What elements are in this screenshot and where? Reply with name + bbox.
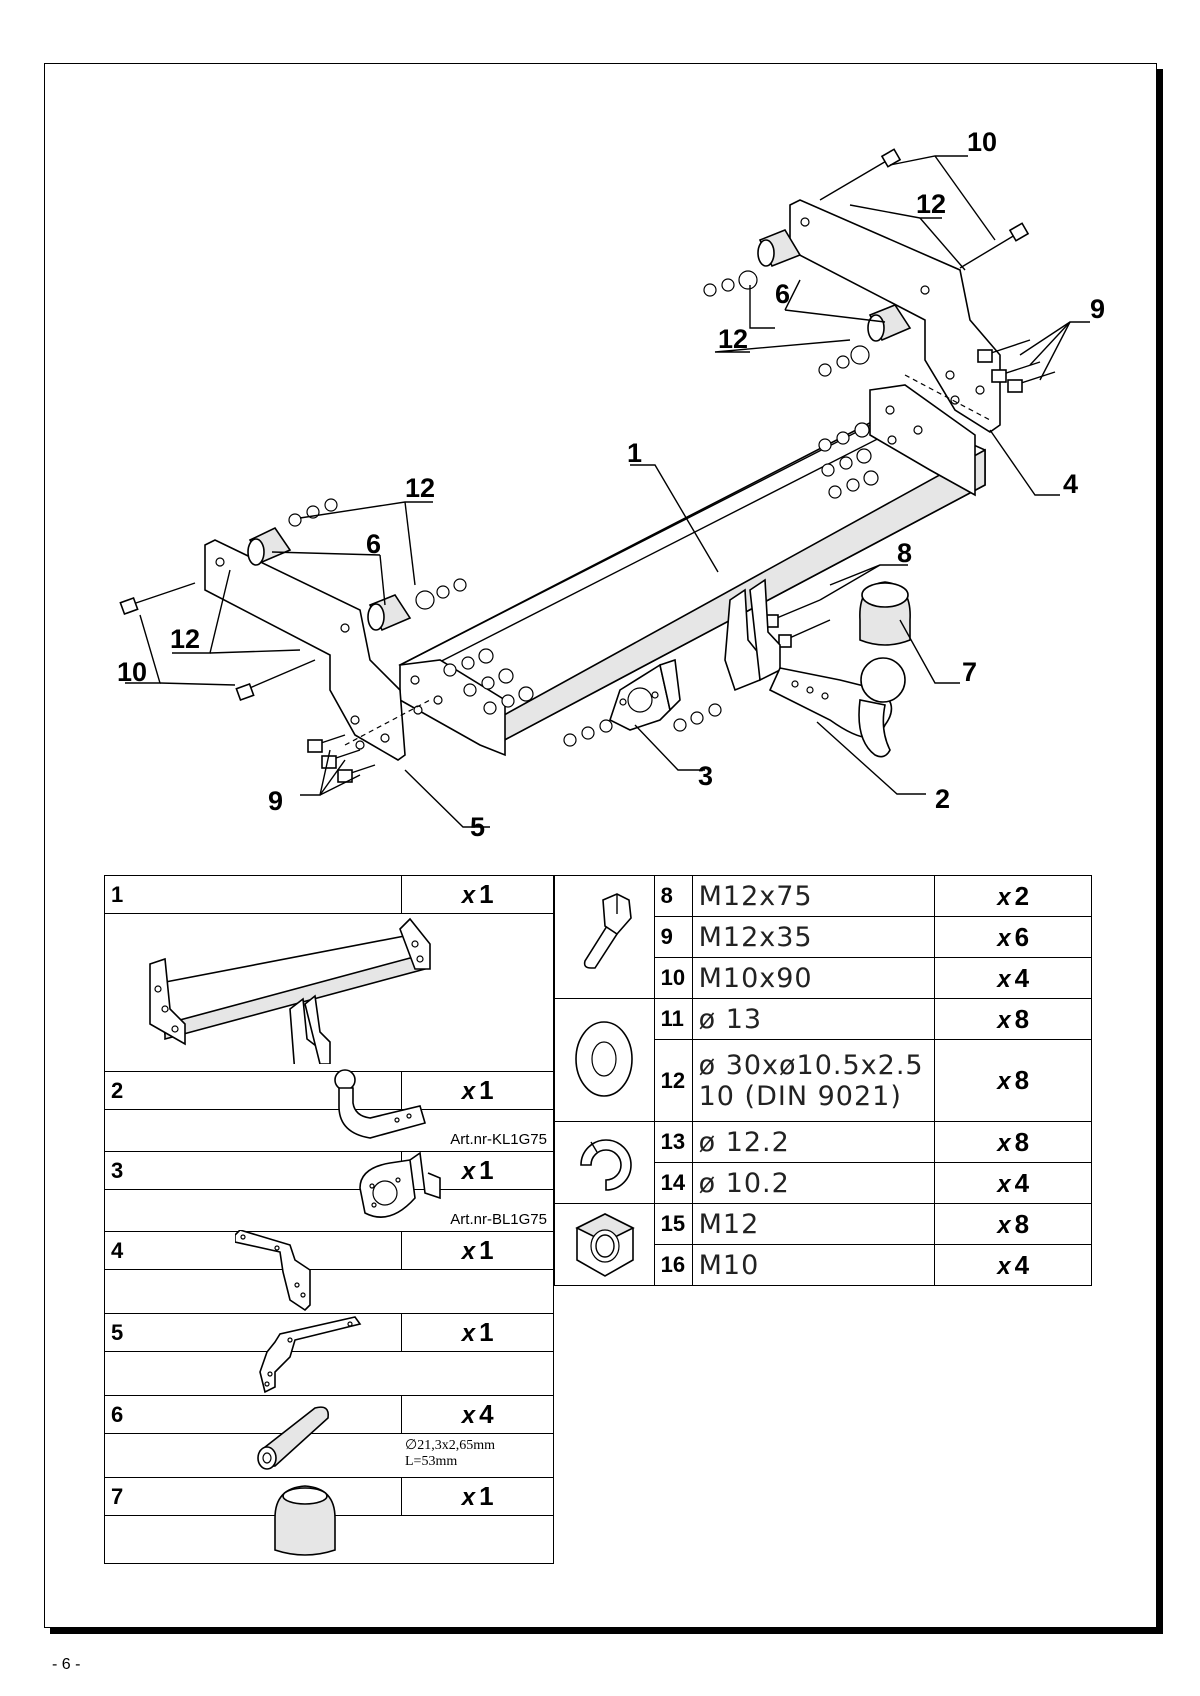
callout-12-right-bottom: 12 [718, 324, 748, 354]
callout-4: 4 [1063, 469, 1078, 499]
hardware-number: 11 [653, 998, 693, 1040]
bolts [119, 148, 1056, 783]
hardware-spec: M10 [691, 1244, 936, 1286]
part-7-illustration-cell [104, 1485, 554, 1564]
bolt-illustration-cell [554, 875, 655, 999]
hardware-spec: ø 13 [691, 998, 936, 1040]
spacer-tube-thumbnail [257, 1406, 330, 1470]
crossbar-thumbnail [149, 917, 431, 1064]
nut-illustration-cell [554, 1203, 655, 1286]
tow-ball-thumbnail [334, 1069, 426, 1139]
washer-icon [575, 1021, 633, 1097]
callout-12-left-bottom: 12 [170, 624, 200, 654]
side-bracket-part-5 [204, 539, 406, 761]
part-4-illustration-cell [104, 1230, 554, 1314]
spacer-diameter: ∅21,3x2,65mm [405, 1438, 495, 1453]
callout-3: 3 [698, 761, 713, 791]
spacer-dimensions: ∅21,3x2,65mm L=53mm [405, 1438, 495, 1470]
hardware-number: 10 [653, 957, 693, 999]
hardware-number: 15 [653, 1203, 693, 1245]
side-bracket-5-thumbnail [259, 1316, 362, 1394]
hardware-number: 9 [653, 916, 693, 958]
hardware-spec: M12x35 [691, 916, 936, 958]
spring-washer-illustration-cell [554, 1121, 655, 1204]
washer-dimensions: ø 30xø10.5x2.5 [698, 1049, 924, 1081]
hardware-number: 14 [653, 1162, 693, 1204]
tow-ball-part-2 [768, 657, 906, 758]
hardware-spec: ø 12.2 [691, 1121, 936, 1163]
right-end-plate [869, 384, 976, 497]
mount-bracket-thumbnail [359, 1151, 441, 1218]
spacer-tubes-part-6 [247, 229, 912, 632]
callout-9-left: 9 [268, 786, 283, 816]
hardware-spec: ø 30xø10.5x2.5 10 (DIN 9021) [691, 1039, 936, 1122]
hardware-spec: M12 [691, 1203, 936, 1245]
part-5-illustration-cell [104, 1316, 554, 1396]
nuts-and-washers [288, 270, 879, 747]
part-number: 7 [103, 1477, 403, 1516]
ball-mount-bracket-part-3 [609, 658, 681, 731]
callout-1: 1 [627, 438, 642, 468]
spacer-length: L=53mm [405, 1454, 458, 1469]
article-number-label: Art.nr-BL1G75 [450, 1211, 547, 1228]
hardware-number: 16 [653, 1244, 693, 1286]
part-1-illustration-cell [104, 913, 554, 1072]
hardware-number: 8 [653, 875, 693, 917]
hardware-number: 13 [653, 1121, 693, 1163]
ball-cap-thumbnail [274, 1485, 336, 1556]
callout-7: 7 [962, 657, 977, 687]
hardware-spec: M10x90 [691, 957, 936, 999]
callout-labels: 1 2 3 4 5 6 6 7 8 9 9 10 10 12 12 12 12 [117, 127, 1105, 842]
leader-lines [125, 155, 1090, 828]
part-3-article-cell: Art.nr-BL1G75 [104, 1151, 554, 1232]
bolt-icon [583, 893, 632, 969]
callout-9-right: 9 [1090, 294, 1105, 324]
callout-10-left: 10 [117, 657, 147, 687]
callout-5: 5 [470, 812, 485, 842]
callout-12-right-top: 12 [916, 189, 946, 219]
hardware-spec: M12x75 [691, 875, 936, 917]
tow-plate [724, 578, 781, 692]
page-number: - 6 - [52, 1656, 81, 1673]
side-bracket-4-thumbnail [235, 1230, 311, 1312]
hardware-number: 12 [653, 1039, 693, 1122]
callout-8: 8 [897, 538, 912, 568]
callout-6-left: 6 [366, 529, 381, 559]
washer-standard: 10 (DIN 9021) [698, 1080, 902, 1112]
part-number: 6 [103, 1395, 403, 1434]
part-2-article-cell: Art.nr-KL1G75 [104, 1069, 554, 1152]
callout-10-right: 10 [967, 127, 997, 157]
part-number: 1 [103, 875, 403, 914]
washer-illustration-cell [554, 998, 655, 1122]
article-number-label: Art.nr-KL1G75 [450, 1131, 547, 1148]
spring-washer-icon [580, 1139, 632, 1191]
hardware-spec: ø 10.2 [691, 1162, 936, 1204]
ball-cap-part-7 [859, 581, 911, 646]
callout-6-right: 6 [775, 279, 790, 309]
part-6-dimension-cell: ∅21,3x2,65mm L=53mm [104, 1406, 554, 1478]
callout-2: 2 [935, 784, 950, 814]
callout-12-left-top: 12 [405, 473, 435, 503]
part-number: 5 [103, 1313, 403, 1352]
hex-nut-icon [575, 1213, 635, 1277]
